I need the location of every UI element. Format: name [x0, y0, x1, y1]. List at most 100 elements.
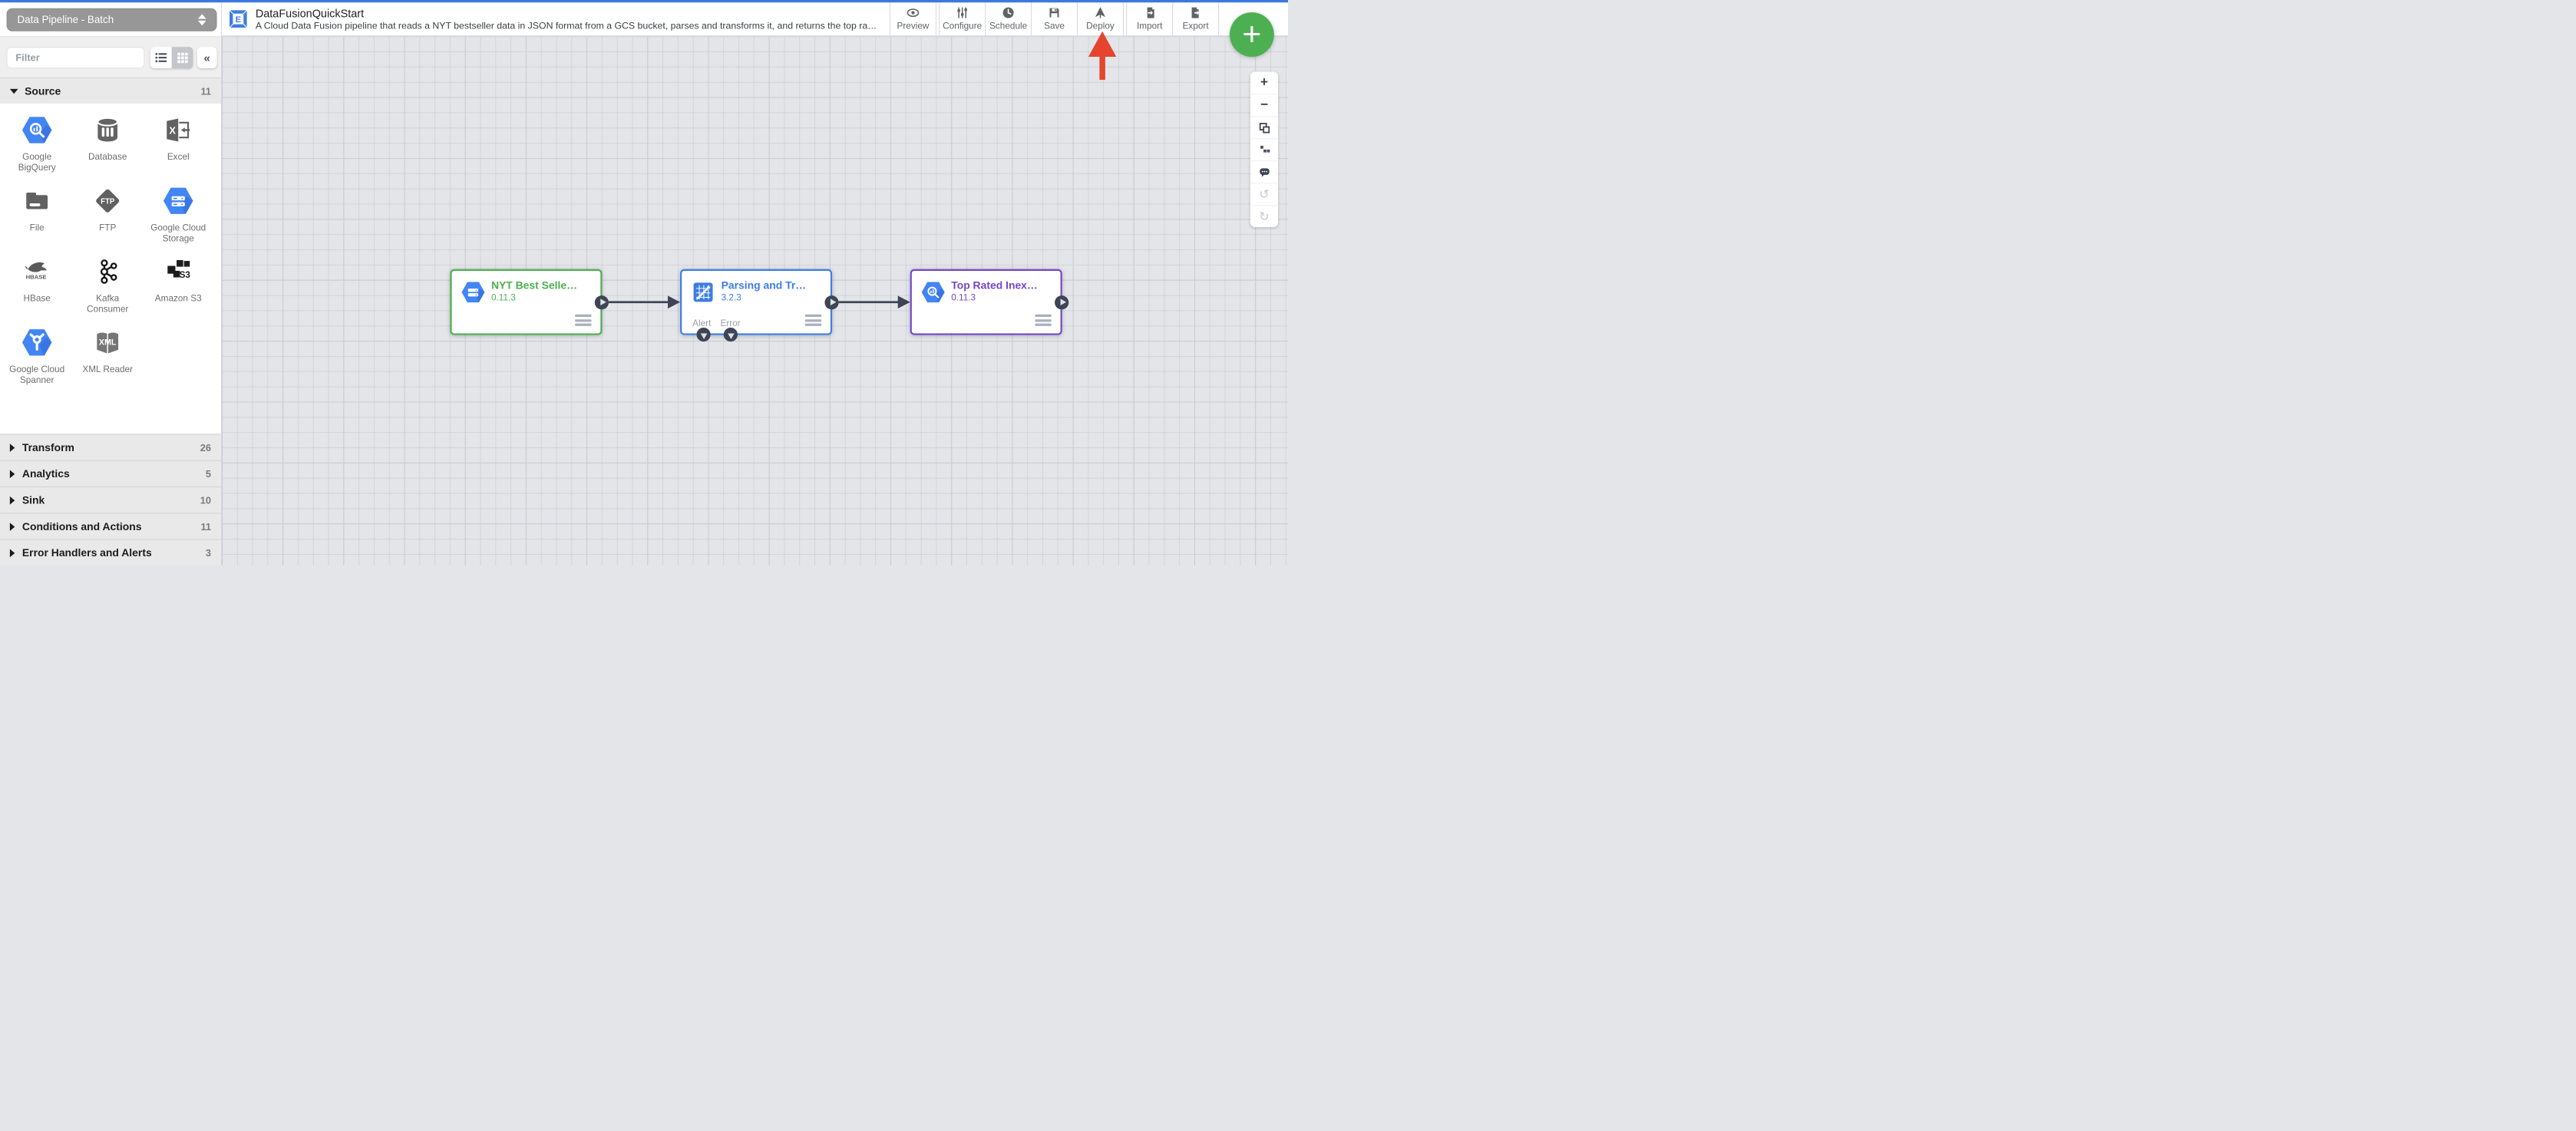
output-port[interactable]: [1055, 295, 1069, 309]
sidebar-collapse-button[interactable]: «: [197, 47, 217, 69]
sidebar-section-source[interactable]: Source 11: [0, 77, 221, 104]
list-view-button[interactable]: [150, 47, 172, 69]
import-button[interactable]: Import: [1127, 2, 1172, 35]
svg-text:FTP: FTP: [101, 198, 115, 206]
error-port-label: Error: [720, 318, 741, 329]
wrangler-icon: [693, 282, 713, 302]
auto-align-button[interactable]: [1250, 138, 1279, 160]
palette-item-excel[interactable]: X Excel: [143, 109, 213, 180]
svg-text:XML: XML: [99, 338, 117, 347]
sidebar-section-error-handlers-and-alerts[interactable]: Error Handlers and Alerts 3: [0, 539, 221, 566]
palette-item-kafka-consumer[interactable]: Kafka Consumer: [72, 250, 143, 321]
pipeline-title-block: DataFusionQuickStart A Cloud Data Fusion…: [256, 7, 878, 31]
comment-button[interactable]: [1250, 160, 1279, 183]
palette-item-label: HBase: [23, 293, 51, 304]
hbase-icon: HBASE: [25, 262, 47, 281]
node-title: Top Rated Inex…: [951, 279, 1038, 292]
section-count: 11: [200, 520, 212, 533]
database-icon: [97, 117, 119, 142]
caret-down-icon: [9, 88, 18, 94]
node-menu-icon[interactable]: [575, 314, 592, 326]
bigquery-icon: [921, 282, 945, 303]
node-nyt-best-sellers[interactable]: NYT Best Selle… 0.11.3: [450, 269, 609, 335]
palette-item-ftp[interactable]: FTP FTP: [72, 180, 143, 250]
palette-item-xml-reader[interactable]: XML XML Reader: [72, 321, 143, 391]
export-button[interactable]: Export: [1173, 2, 1218, 35]
view-toggle: [150, 47, 193, 69]
preview-button[interactable]: Preview: [890, 2, 936, 35]
configure-sliders-icon: [957, 7, 967, 18]
sidebar-section-conditions-and-actions[interactable]: Conditions and Actions 11: [0, 513, 221, 539]
node-menu-icon[interactable]: [804, 314, 822, 326]
kafka-icon: [100, 259, 117, 284]
pipeline-canvas[interactable]: NYT Best Selle… 0.11.3 Parsing and Tr…: [221, 36, 1288, 566]
toolbar-separator: [1076, 2, 1078, 36]
palette-item-label: Kafka Consumer: [87, 293, 129, 315]
file-folder-icon: [26, 193, 48, 209]
node-parsing-and-transform[interactable]: Parsing and Tr… 3.2.3 Alert Error: [680, 269, 839, 342]
section-count: 26: [200, 441, 212, 453]
section-count: 10: [200, 494, 212, 506]
palette-item-label: Excel: [167, 152, 190, 163]
palette-item-file[interactable]: File: [2, 180, 72, 250]
grid-view-button[interactable]: [171, 47, 193, 69]
palette-item-label: File: [29, 223, 45, 233]
palette-item-hbase[interactable]: HBASE HBase: [2, 250, 72, 321]
alert-port[interactable]: [696, 327, 711, 342]
plugin-sidebar: Data Pipeline - Batch: [0, 2, 222, 566]
output-port[interactable]: [594, 295, 609, 309]
toolbar-separator: [985, 2, 986, 36]
palette-item-database[interactable]: Database: [72, 109, 143, 180]
caret-right-icon: [9, 496, 15, 505]
fit-to-screen-button[interactable]: [1250, 116, 1279, 138]
node-top-rated-inexpensive[interactable]: Top Rated Inex… 0.11.3: [910, 269, 1069, 335]
node-menu-icon[interactable]: [1035, 314, 1052, 326]
node-version: 0.11.3: [951, 292, 976, 303]
toolbar-button-label: Save: [1044, 21, 1065, 31]
pipeline-header: E DataFusionQuickStart A Cloud Data Fusi…: [221, 2, 1288, 37]
toolbar-button-label: Configure: [943, 21, 983, 31]
error-port[interactable]: [723, 327, 738, 342]
output-port[interactable]: [824, 295, 839, 309]
schedule-button[interactable]: Schedule: [986, 2, 1031, 35]
zoom-out-button[interactable]: −: [1250, 94, 1279, 116]
pipeline-type-dropdown[interactable]: Data Pipeline - Batch: [6, 8, 217, 31]
palette-item-google-cloud-storage[interactable]: Google Cloud Storage: [143, 180, 213, 250]
schedule-clock-icon: [1002, 7, 1014, 18]
palette-item-google-cloud-spanner[interactable]: Google Cloud Spanner: [2, 321, 72, 391]
caret-right-icon: [9, 443, 15, 452]
palette-item-label: XML Reader: [82, 364, 134, 375]
save-button[interactable]: Save: [1032, 2, 1077, 35]
svg-text:HBASE: HBASE: [26, 274, 47, 281]
configure-button[interactable]: Configure: [940, 2, 985, 35]
node-version: 0.11.3: [490, 292, 516, 303]
toolbar-button-label: Import: [1136, 21, 1163, 31]
palette-item-label: Google Cloud Storage: [150, 223, 206, 244]
toolbar-separator: [939, 2, 940, 36]
import-icon: [1147, 7, 1154, 18]
sidebar-section-sink[interactable]: Sink 10: [0, 486, 221, 513]
svg-text:E: E: [236, 15, 242, 25]
excel-icon: X: [167, 118, 190, 142]
filter-input[interactable]: [6, 47, 145, 69]
section-label: Analytics: [21, 467, 70, 480]
svg-text:S3: S3: [180, 270, 191, 280]
section-label: Transform: [21, 441, 74, 454]
caret-right-icon: [9, 549, 15, 557]
undo-button[interactable]: ↺: [1250, 183, 1279, 205]
palette-item-label: Google Cloud Spanner: [9, 364, 65, 386]
palette-item-google-bigquery[interactable]: Google BigQuery: [2, 109, 72, 180]
sidebar-section-transform[interactable]: Transform 26: [0, 434, 221, 460]
redo-button[interactable]: ↻: [1250, 205, 1279, 227]
node-title: NYT Best Selle…: [490, 279, 578, 292]
zoom-in-button[interactable]: +: [1250, 71, 1278, 94]
add-plugin-button[interactable]: +: [1230, 12, 1274, 58]
sidebar-section-analytics[interactable]: Analytics 5: [0, 460, 221, 487]
pipeline-description: A Cloud Data Fusion pipeline that reads …: [255, 21, 878, 31]
palette-item-label: FTP: [99, 223, 117, 233]
cloud-storage-icon: [461, 282, 485, 303]
xml-reader-icon: XML: [97, 332, 119, 354]
palette-item-amazon-s3[interactable]: S3 Amazon S3: [143, 250, 213, 321]
filter-row: «: [0, 36, 221, 77]
deploy-button[interactable]: Deploy: [1078, 2, 1123, 35]
